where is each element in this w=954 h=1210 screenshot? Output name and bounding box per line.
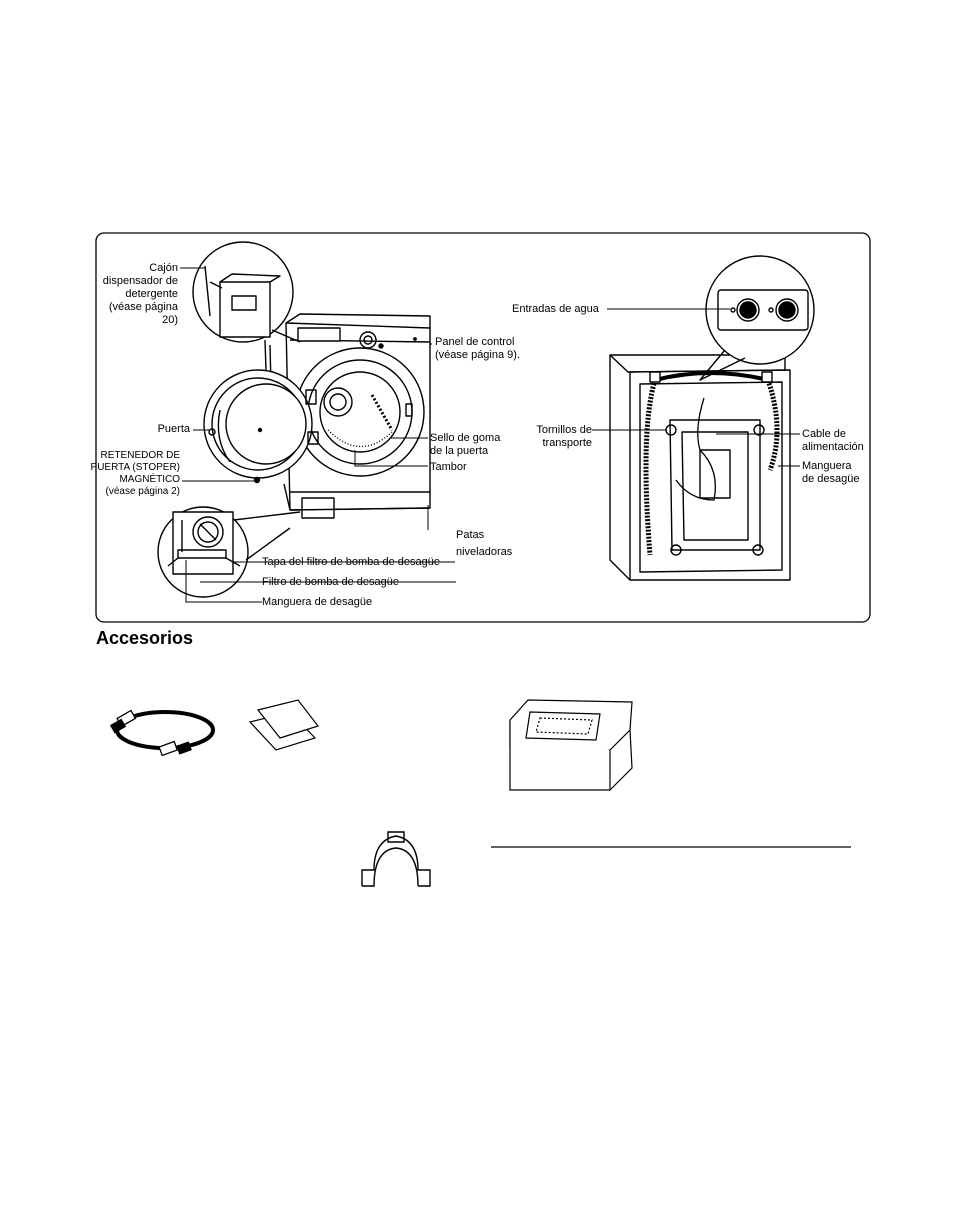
label-entradas-agua: Entradas de agua: [512, 303, 599, 315]
label-cajon: Cajón dispensador de detergente (véase p…: [102, 262, 178, 326]
callout-lines: [180, 267, 800, 603]
label-panel-control: Panel de control (véase página 9).: [435, 336, 520, 361]
pedestal-icon: [509, 699, 633, 791]
diagram-frame: [95, 232, 871, 623]
elbow-bracket-icon: [361, 831, 431, 887]
label-manguera-front: Manguera de desagüe: [262, 596, 373, 608]
label-filtro-bomba: Filtro de bomba de desagüe: [262, 576, 399, 588]
label-tornillos: Tornillos de transporte: [536, 424, 592, 449]
label-tambor: Tambor: [430, 461, 467, 473]
label-tapa-filtro: Tapa del filtro de bomba de desagüe: [262, 556, 440, 568]
accesorios-heading: Accesorios: [96, 628, 194, 648]
label-sello: Sello de goma de la puerta: [430, 432, 501, 457]
label-puerta: Puerta: [157, 423, 190, 435]
water-inlet-hose-icon: [109, 709, 215, 757]
label-manguera-back: Manguera de desagüe: [802, 460, 860, 485]
washer-back-icon: [609, 255, 815, 581]
washer-front-icon: [157, 241, 431, 598]
label-patas: Patas niveladoras: [456, 529, 513, 558]
label-retenedor: RETENEDOR DE PUERTA (STOPER) MAGNÉTICO (…: [90, 450, 180, 497]
label-cable: Cable de alimentación: [802, 428, 864, 453]
pads-icon: [248, 699, 319, 751]
